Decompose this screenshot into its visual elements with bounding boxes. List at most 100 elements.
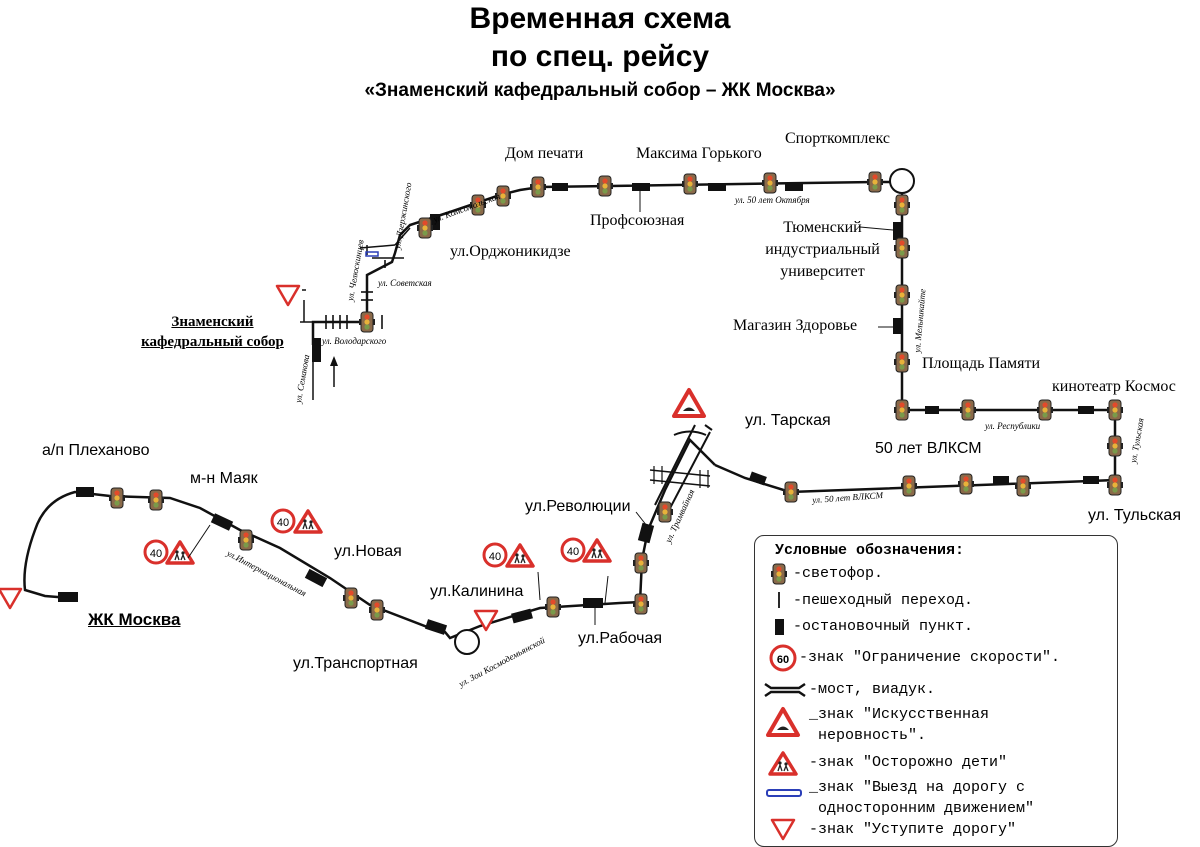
children-crossing-sign-icon (165, 540, 195, 565)
bridge-icon (764, 682, 806, 698)
speed-value: 40 (567, 546, 579, 558)
stop-label-maksima-gorkogo: Максима Горького (636, 145, 762, 162)
oneway-sign-icon (365, 251, 379, 257)
bus-stop-icon (304, 568, 328, 588)
legend-children: -знак "Осторожно дети" (809, 754, 1008, 771)
traffic-light-icon (893, 194, 911, 216)
bridge-icon (649, 424, 713, 513)
legend-oneway-line1: _знак "Выезд на дорогу с (809, 779, 1026, 796)
bus-stop-icon (430, 214, 440, 230)
traffic-light-icon (656, 501, 674, 523)
bus-stop-icon (893, 318, 902, 334)
traffic-light-icon (1014, 475, 1032, 497)
traffic-light-icon (893, 351, 911, 373)
direction-arrow (330, 356, 338, 387)
pedestrian-crossings (325, 260, 386, 329)
bus-stop-icon (993, 476, 1009, 484)
bus-stop-icon (552, 183, 568, 191)
bus-stop-icon (785, 183, 803, 191)
stop-label-tiu-line1: Тюменский (783, 219, 862, 236)
stop-label-tulskaya: ул. Тульская (1088, 507, 1181, 524)
traffic-light-icon (237, 529, 255, 551)
traffic-light-icon (900, 475, 918, 497)
children-crossing-sign-icon (768, 751, 798, 776)
traffic-light-icon (957, 473, 975, 495)
traffic-light-icon (632, 552, 650, 574)
traffic-light-icon (1106, 474, 1124, 496)
one-way-entry-sign-icon (766, 789, 802, 797)
speed-limit-sign-icon (769, 644, 797, 672)
stop-label-transportnaya: ул.Транспортная (293, 655, 418, 672)
bus-stops (58, 183, 1099, 635)
stop-label-ordzhonikidze: ул.Орджоникидзе (450, 243, 571, 260)
traffic-light-icon (782, 481, 800, 503)
stop-label-znamensky-line1: Знаменский (171, 314, 254, 330)
traffic-light-icon (368, 599, 386, 621)
bus-stop-icon (210, 513, 234, 531)
children-crossing-sign-icon (293, 509, 323, 534)
stop-label-revolyutsii: ул.Революции (525, 498, 631, 515)
roundabout-kalinina (454, 629, 480, 655)
map-subtitle: «Знаменский кафедральный собор – ЖК Моск… (364, 80, 836, 101)
legend-yield: -знак "Уступите дорогу" (809, 821, 1017, 838)
stop-label-tiu: Тюменский индустриальный университет (755, 217, 890, 283)
stop-label-zhk-moskva: ЖК Москва (88, 610, 181, 629)
map-title-line1: Временная схема (469, 2, 731, 35)
stop-label-ploshchad-pamyati: Площадь Памяти (922, 355, 1041, 372)
stop-label-tarskaya: ул. Тарская (745, 412, 831, 429)
stop-label-dom-pechati: Дом печати (505, 145, 584, 162)
traffic-light-icon (681, 173, 699, 195)
traffic-light-icon (893, 284, 911, 306)
bus-stop-icon (748, 471, 767, 486)
legend-bridge: -мост, виадук. (809, 681, 936, 698)
bus-stop-icon (312, 338, 321, 362)
speed-value: 40 (489, 551, 501, 563)
bus-stop-icon (511, 608, 533, 624)
legend-bump-line1: _знак "Искусственная (809, 706, 990, 723)
traffic-light-icon (342, 587, 360, 609)
bus-stop-icon (583, 598, 603, 608)
traffic-light-icon (893, 399, 911, 421)
bus-stop-icon (1078, 406, 1094, 414)
stop-label-novaya: ул.Новая (334, 543, 402, 560)
side-streets (300, 227, 411, 400)
traffic-light-icon (147, 489, 165, 511)
road-bump-sign-icon (672, 388, 706, 418)
bus-stop-icon (775, 619, 784, 635)
children-crossing-sign-icon (505, 543, 535, 568)
bus-stop-icon (893, 222, 902, 240)
street-label-oktyabrya-50: ул. 50 лет Октября (735, 195, 810, 205)
bus-stop-icon (925, 406, 939, 414)
legend-speed-value: 60 (777, 654, 789, 666)
legend-bump-line2: неровность". (809, 727, 927, 744)
traffic-light-icon (761, 172, 779, 194)
yield-sign-icon (770, 818, 796, 841)
speed-value: 40 (150, 548, 162, 560)
traffic-light-icon (866, 171, 884, 193)
stop-label-tiu-line2: индустриальный (765, 241, 880, 258)
leader-lines (187, 191, 894, 625)
traffic-light-icon (358, 311, 376, 333)
traffic-light-icon (596, 175, 614, 197)
bus-stop-icon (708, 183, 726, 191)
bus-stop-icon (637, 522, 655, 544)
road-bump-sign-icon (766, 707, 800, 737)
traffic-light-icon (893, 237, 911, 259)
roundabout-sportkompleks (889, 168, 915, 194)
yield-sign-icon (0, 587, 23, 610)
stop-label-sportkompleks: Спорткомплекс (785, 130, 890, 147)
bus-stop-icon (424, 619, 448, 635)
bus-stop-icon (1083, 476, 1099, 484)
traffic-light-icon (1036, 399, 1054, 421)
street-label-sovetskaya: ул. Советская (378, 278, 432, 288)
legend-stop: -остановочный пункт. (793, 618, 974, 635)
traffic-light-icon (959, 399, 977, 421)
stop-label-tiu-line3: университет (780, 263, 865, 280)
stop-label-kinoteatr-kosmos: кинотеатр Космос (1052, 378, 1176, 395)
bus-stop-icon (58, 592, 78, 602)
legend-symbols: 60 (764, 563, 806, 841)
stop-label-vlksm-50: 50 лет ВЛКСМ (875, 440, 982, 457)
traffic-light-icon (416, 217, 434, 239)
speed-value: 40 (277, 517, 289, 529)
